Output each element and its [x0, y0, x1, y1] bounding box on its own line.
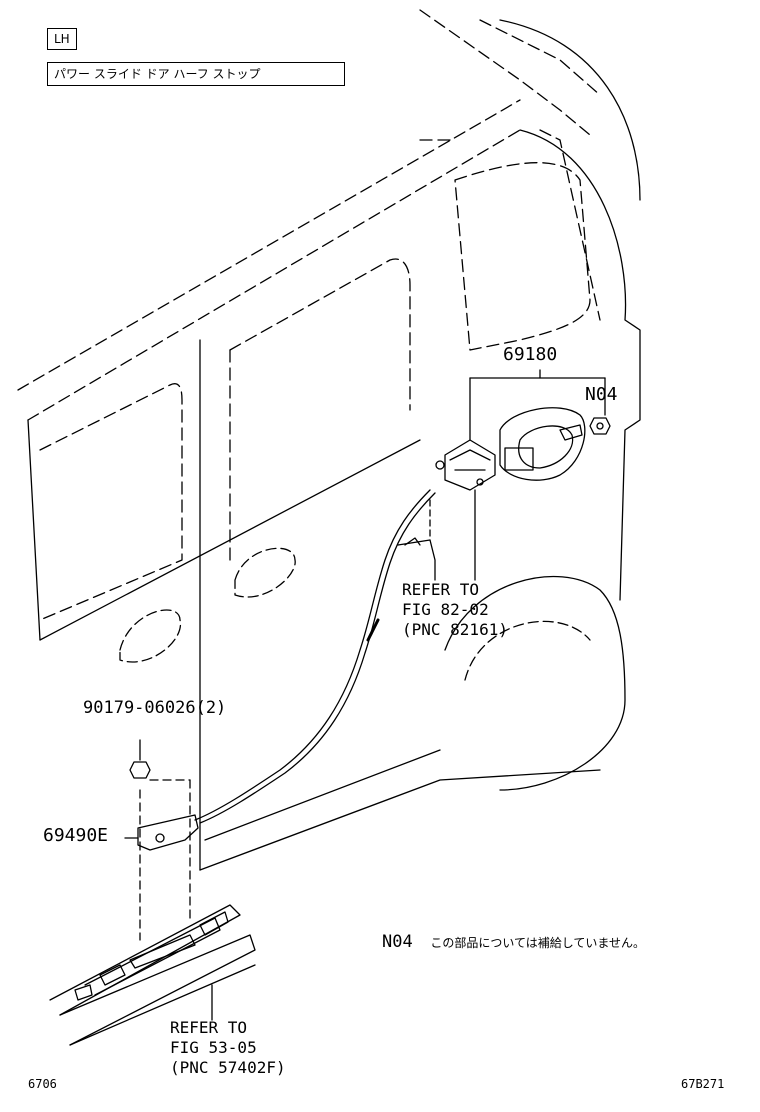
note-code: N04 [382, 932, 413, 952]
roof-outline [17, 9, 601, 421]
footer-right: 67B271 [681, 1077, 725, 1091]
note-text: この部品については補給していません。 [430, 936, 646, 950]
refer-lower-line3: (PNC 57402F) [170, 1058, 286, 1077]
refer-upper: REFER TO FIG 82-02 (PNC 82161) [402, 580, 508, 640]
label-n04: N04 [585, 384, 618, 405]
alignment-lines [139, 779, 191, 941]
n04-nut [589, 417, 611, 435]
label-69490e: 69490E [43, 825, 109, 846]
release-cable [194, 489, 436, 824]
fuel-lid-assembly [499, 407, 586, 481]
footer-left: 6706 [28, 1077, 57, 1091]
wheel-arch [199, 576, 626, 871]
actuator-69180 [435, 439, 496, 491]
rear-window-outline [39, 129, 601, 621]
bolt-90179 [129, 739, 151, 779]
door-handles [119, 547, 296, 663]
note: N04 この部品については補給していません。 [382, 932, 645, 952]
label-90179: 90179-06026(2) [83, 698, 227, 718]
lever-69490e [124, 814, 199, 851]
body-outline [27, 19, 641, 871]
refer-upper-line1: REFER TO [402, 580, 480, 599]
refer-upper-line2: FIG 82-02 [402, 600, 489, 619]
diagram-title: パワー スライド ドア ハーフ ストップ [47, 62, 345, 86]
refer-lower: REFER TO FIG 53-05 (PNC 57402F) [170, 1018, 286, 1078]
side-tag: LH [47, 28, 77, 50]
label-69180: 69180 [503, 344, 558, 365]
refer-lower-line1: REFER TO [170, 1018, 248, 1037]
door-rail [49, 904, 256, 1046]
refer-upper-line3: (PNC 82161) [402, 620, 508, 639]
callout-bracket-69180 [469, 369, 606, 441]
refer-lower-line2: FIG 53-05 [170, 1038, 257, 1057]
refer-upper-leader [397, 489, 476, 581]
